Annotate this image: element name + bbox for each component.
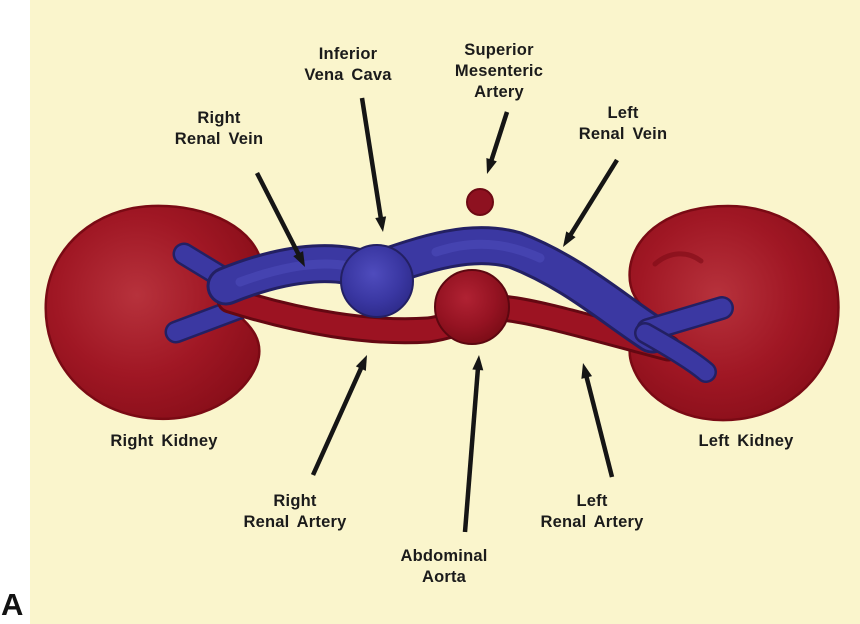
figure-panel-letter: A <box>1 587 24 622</box>
superior-mesenteric-artery-dot <box>466 188 494 216</box>
left-renal-vein-fork-lower <box>636 324 715 381</box>
arrow-superior-mesenteric-artery <box>486 111 510 174</box>
arrow-abdominal-aorta <box>462 355 484 533</box>
arrow-right-renal-vein <box>254 171 305 267</box>
arrow-left-renal-vein <box>563 158 619 247</box>
arrow-left-renal-artery <box>581 363 615 478</box>
inferior-vena-cava-bulge <box>340 244 414 318</box>
arrow-layer <box>254 97 619 533</box>
arrow-inferior-vena-cava <box>359 97 387 232</box>
arrow-right-renal-artery <box>310 355 367 476</box>
abdominal-aorta-bulge <box>434 269 510 345</box>
left-kidney-crease <box>652 251 704 267</box>
vein-band-highlight-right <box>431 239 545 263</box>
left-kidney-shape <box>628 204 840 422</box>
left-renal-vein-fork-upper <box>638 298 732 340</box>
